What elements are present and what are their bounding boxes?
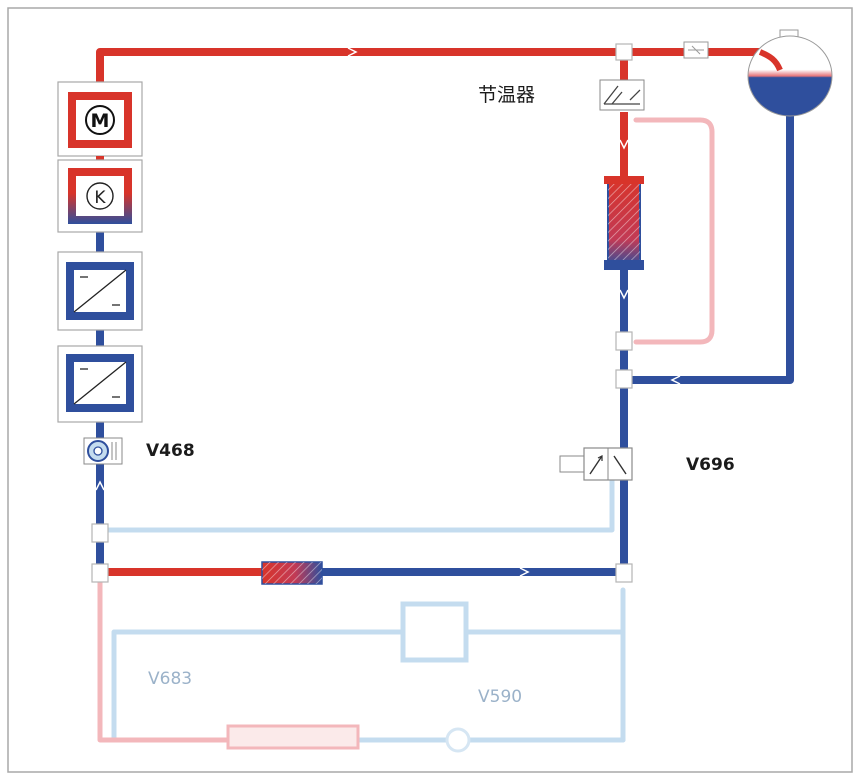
outer-frame [7,7,853,773]
clutch-symbol: K [94,188,106,208]
inactive-circuits [97,117,715,743]
clutch-unit: K [57,159,143,233]
label-v468: V468 [146,441,195,461]
motor-symbol: M [91,110,110,132]
inactive-pump-box [400,601,469,663]
converter-unit-1 [57,251,143,331]
label-thermostat: 节温器 [478,84,535,106]
inactive-pump-circle [445,727,471,753]
thermostat [599,79,645,111]
motor-unit: M [57,81,143,157]
pump-v468-symbol [83,437,123,465]
label-v683: V683 [148,669,192,689]
valve-v696-symbol [559,447,633,481]
pipe-fittings [91,43,633,583]
label-v696: V696 [686,455,735,475]
active-circuits [96,48,794,576]
expansion-tank [747,29,833,117]
converter-unit-2 [57,345,143,423]
radiator [604,176,644,270]
flow-arrows [95,47,681,577]
heat-exchanger [261,561,323,585]
label-v590: V590 [478,687,522,707]
inactive-heat-exchanger [226,724,360,750]
